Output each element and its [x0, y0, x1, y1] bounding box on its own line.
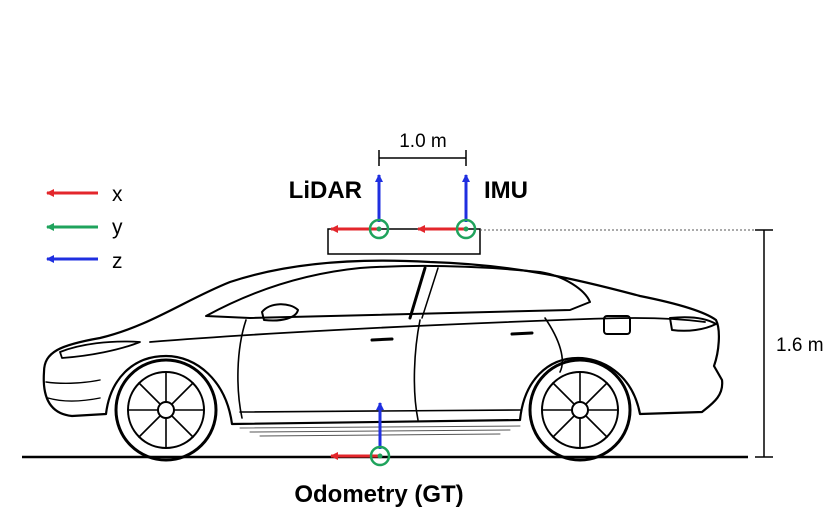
legend-x-label: x [112, 183, 123, 206]
car-front-door-handle [370, 337, 394, 342]
axis-legend: x y z [46, 183, 123, 273]
car-headlight [59, 340, 141, 359]
car-rear-wheel [528, 358, 632, 462]
spacing-label: 1.0 m [399, 131, 447, 152]
spacing-dimension [378, 150, 467, 166]
car-front-bumper [45, 379, 101, 402]
odometry-frame [330, 402, 391, 467]
car-belt-line [149, 317, 706, 343]
odometry-label: Odometry (GT) [294, 481, 463, 508]
lidar-label: LiDAR [289, 177, 362, 204]
legend-y-label: y [112, 216, 123, 239]
car-front-door-line [237, 319, 247, 419]
car-window-outline [205, 264, 591, 319]
imu-y-axis-marker [455, 218, 477, 240]
lidar-frame [330, 174, 390, 240]
car-taillight [669, 316, 717, 332]
car-illustration [42, 259, 724, 462]
car-b-pillar [408, 266, 427, 320]
car-rear-arch-door [544, 317, 564, 373]
car-body-outline [42, 259, 724, 426]
car-rear-door-line [413, 319, 421, 421]
car-rear-door-handle [510, 331, 534, 336]
height-dimension [755, 229, 773, 458]
car-front-wheel [114, 358, 218, 462]
imu-label: IMU [484, 177, 528, 204]
lidar-y-axis-marker [368, 218, 390, 240]
car-side-mirror [261, 303, 299, 322]
height-label: 1.6 m [776, 335, 824, 356]
sensor-mount-bar [327, 228, 481, 255]
car-c-pillar [421, 267, 439, 319]
legend-z-label: z [112, 250, 123, 273]
imu-frame [417, 174, 477, 240]
car-charge-port [603, 315, 631, 335]
odometry-y-axis-marker [369, 445, 391, 467]
